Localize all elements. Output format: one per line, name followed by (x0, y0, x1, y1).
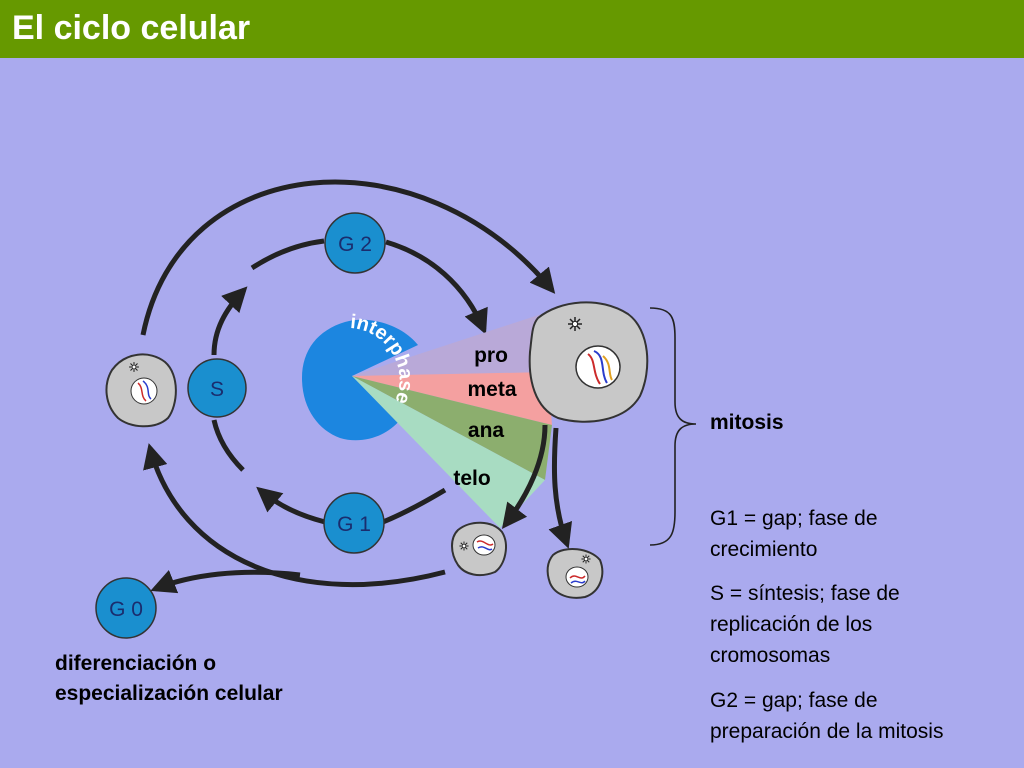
definition-line: S = síntesis; fase de (710, 582, 900, 605)
page-title: El ciclo celular (12, 9, 251, 47)
g1-definition: G1 = gap; fase de crecimiento (710, 503, 878, 565)
g2-node (324, 212, 386, 274)
g0-arrow (150, 569, 301, 594)
s-definition: S = síntesis; fase de replicación de los… (710, 578, 900, 671)
title-bar: El ciclo celular (0, 0, 1024, 58)
mitosis-label: mitosis (710, 411, 784, 434)
left-cell (105, 353, 177, 428)
g2-label: G 2 (338, 233, 372, 256)
outer-cycle-arrow (140, 179, 556, 336)
s-node (187, 358, 247, 418)
g1-to-s-line (211, 419, 245, 472)
definition-line: crecimiento (710, 538, 818, 561)
g0-label: G 0 (109, 598, 143, 621)
definition-line: cromosomas (710, 644, 831, 667)
g1-label: G 1 (337, 513, 371, 536)
meta-wedge (352, 372, 552, 425)
g1-node (323, 492, 385, 554)
g1-left-arrow (256, 486, 326, 525)
definition-line: G2 = gap; fase de (710, 689, 878, 712)
definition-line: preparación de la mitosis (710, 720, 944, 743)
daughter-arrow-1 (501, 424, 548, 529)
mitosis-brace (649, 307, 697, 546)
stage-telo-label: telo (453, 467, 490, 490)
stage-ana-label: ana (468, 419, 505, 442)
stage-pro-label: pro (474, 344, 508, 367)
g0-caption: diferenciación o especialización celular (55, 649, 283, 709)
ana-wedge (352, 376, 552, 480)
daughter-cell-2 (546, 548, 604, 599)
g2-to-mitosis-arrow (385, 239, 488, 335)
g0-caption-line: diferenciación o (55, 652, 217, 675)
mitotic-cell (528, 301, 649, 423)
telo-wedge (352, 376, 545, 528)
s-to-g2-line (250, 238, 325, 271)
g0-node (95, 577, 157, 639)
return-arrow (143, 443, 446, 587)
daughter-cell-1 (451, 521, 507, 577)
stage-meta-label: meta (467, 378, 516, 401)
g0-caption-line: especialización celular (55, 682, 283, 705)
g2-definition: G2 = gap; fase de preparación de la mito… (710, 685, 943, 747)
definition-line: replicación de los (710, 613, 873, 636)
daughter-arrow-2 (548, 427, 573, 549)
s-up-arrow (211, 286, 248, 356)
s-label: S (210, 378, 224, 401)
definition-line: G1 = gap; fase de (710, 507, 878, 530)
pro-wedge (352, 308, 560, 376)
telo-to-g1-line (382, 487, 447, 525)
